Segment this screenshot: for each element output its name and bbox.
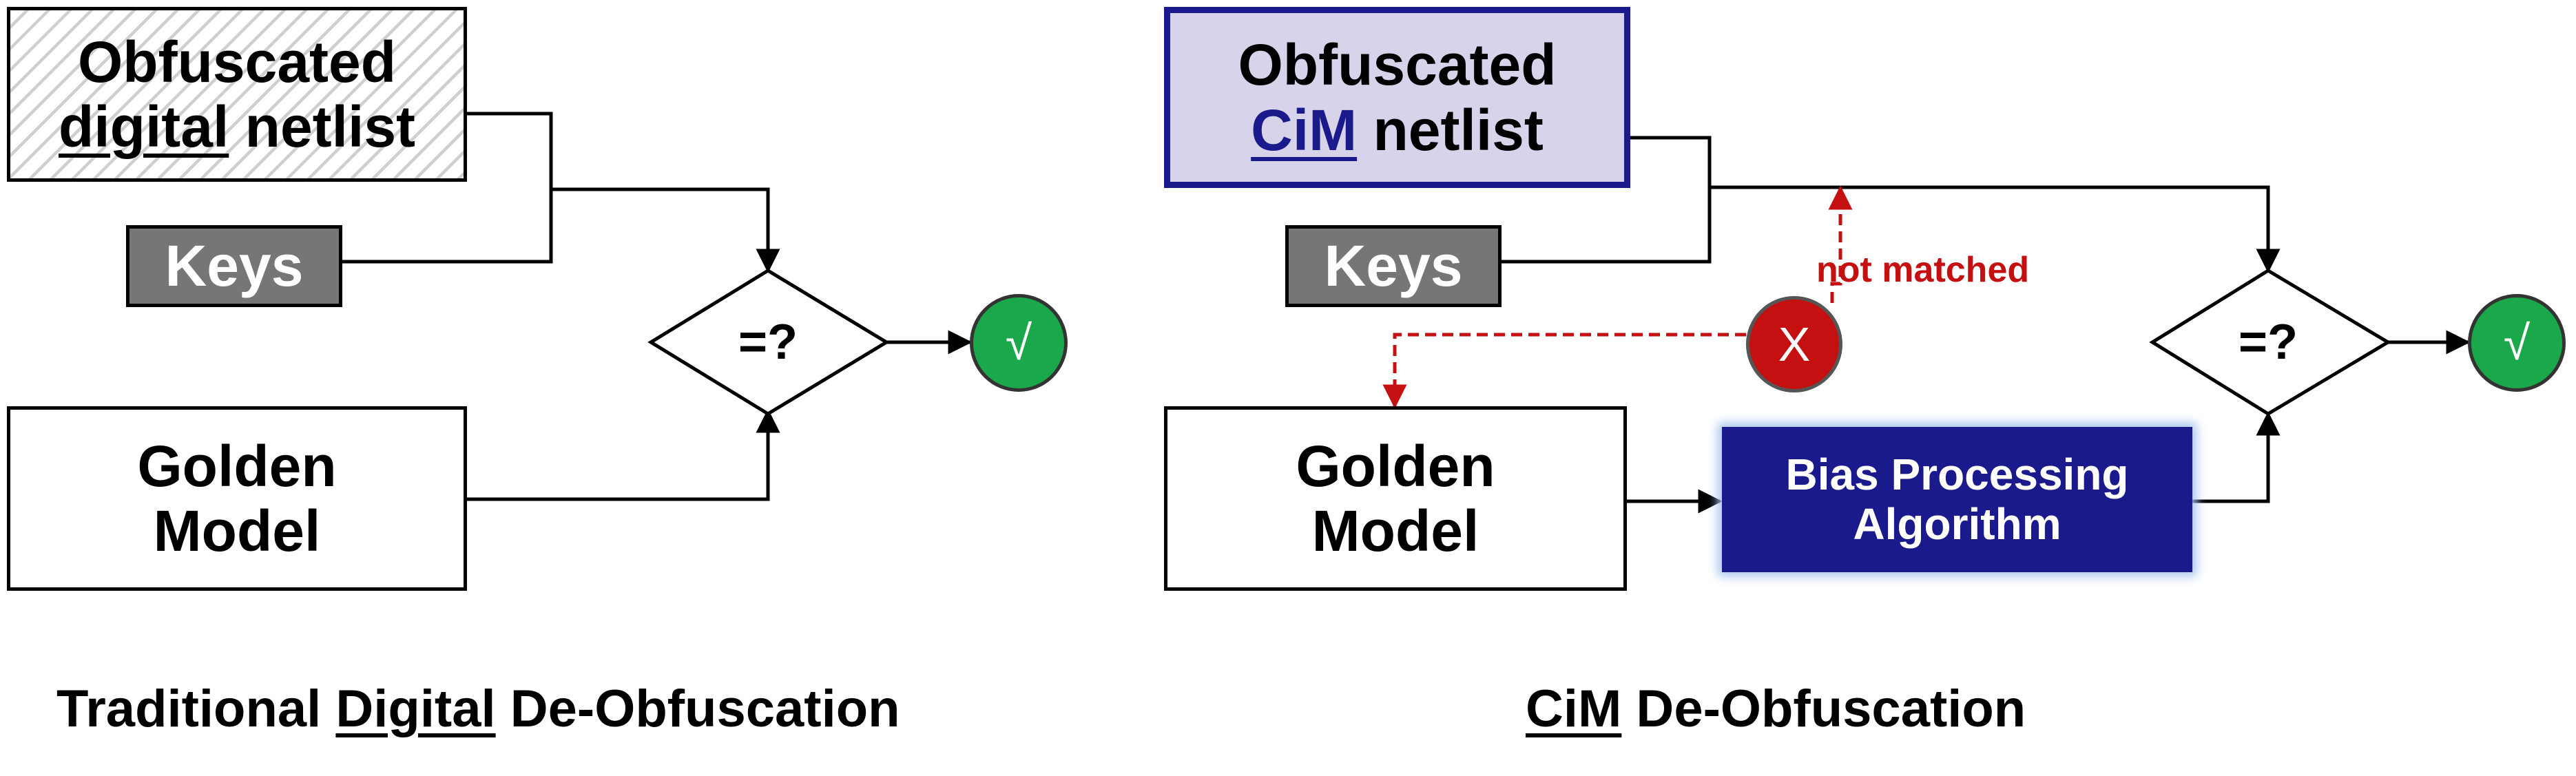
right-netlist-to-junction bbox=[1502, 136, 1712, 264]
left-netlist-emph: digital bbox=[58, 94, 229, 159]
left-check-icon: √ bbox=[1005, 316, 1032, 370]
right-caption: CiM De-Obfuscation bbox=[1526, 679, 2026, 739]
right-compare-text: =? bbox=[2238, 314, 2298, 370]
not-matched-label: not matched bbox=[1816, 249, 2029, 291]
left-wires bbox=[342, 112, 973, 501]
left-caption-emph: Digital bbox=[335, 680, 496, 738]
mismatch-x-icon: X bbox=[1778, 317, 1811, 371]
left-caption: Traditional Digital De-Obfuscation bbox=[56, 679, 900, 739]
not-matched-text: not matched bbox=[1816, 250, 2030, 290]
left-golden-to-compare bbox=[467, 408, 780, 501]
bias-processing-box: Bias Processing Algorithm bbox=[1722, 427, 2192, 572]
bias-line1: Bias Processing bbox=[1785, 449, 2129, 499]
right-check-icon: √ bbox=[2503, 316, 2531, 370]
right-bias-to-compare bbox=[2192, 411, 2281, 503]
left-compare-text: =? bbox=[738, 314, 798, 370]
mismatch-up-arrow bbox=[1828, 185, 1853, 303]
left-junction-to-compare bbox=[551, 187, 780, 273]
left-keys-label: Keys bbox=[165, 233, 304, 299]
left-compare-label: =? bbox=[699, 308, 837, 377]
mismatch-x-circle: X bbox=[1746, 296, 1842, 392]
right-netlist-emph: CiM bbox=[1251, 97, 1358, 162]
mismatch-path bbox=[1382, 185, 1853, 409]
left-netlist-line1: Obfuscated bbox=[77, 29, 397, 94]
left-golden-line2: Model bbox=[153, 499, 321, 563]
right-junction-to-compare bbox=[1710, 185, 2281, 273]
left-netlist-hatch-bg bbox=[7, 7, 467, 182]
right-caption-post: De-Obfuscation bbox=[1621, 680, 2026, 738]
left-golden-model-box: Golden Model bbox=[7, 406, 467, 591]
bias-line2: Algorithm bbox=[1853, 499, 2061, 549]
right-golden-line1: Golden bbox=[1296, 433, 1495, 499]
right-netlist-line1: Obfuscated bbox=[1238, 32, 1557, 98]
left-caption-pre: Traditional bbox=[56, 680, 336, 738]
left-keys-box: Keys bbox=[126, 225, 342, 307]
mismatch-down-arrow bbox=[1382, 333, 1746, 409]
left-check-circle: √ bbox=[970, 294, 1068, 392]
right-obfuscated-netlist-box: Obfuscated CiM netlist bbox=[1164, 7, 1630, 188]
right-check-circle: √ bbox=[2468, 294, 2566, 392]
right-keys-box: Keys bbox=[1285, 225, 1502, 307]
right-netlist-rest: netlist bbox=[1357, 97, 1544, 162]
left-caption-post: De-Obfuscation bbox=[495, 680, 900, 738]
left-netlist-rest: netlist bbox=[229, 94, 416, 159]
right-golden-line2: Model bbox=[1311, 499, 1479, 563]
right-compare-diamond bbox=[2149, 269, 2391, 416]
right-wires bbox=[1502, 136, 2471, 514]
left-golden-line1: Golden bbox=[137, 433, 337, 499]
right-caption-emph: CiM bbox=[1526, 680, 1622, 738]
right-compare-label: =? bbox=[2199, 308, 2337, 377]
left-compare-diamond bbox=[647, 269, 890, 416]
left-netlist-label: Obfuscated digital netlist bbox=[7, 7, 467, 182]
right-golden-model-box: Golden Model bbox=[1164, 406, 1627, 591]
right-keys-label: Keys bbox=[1324, 233, 1463, 299]
